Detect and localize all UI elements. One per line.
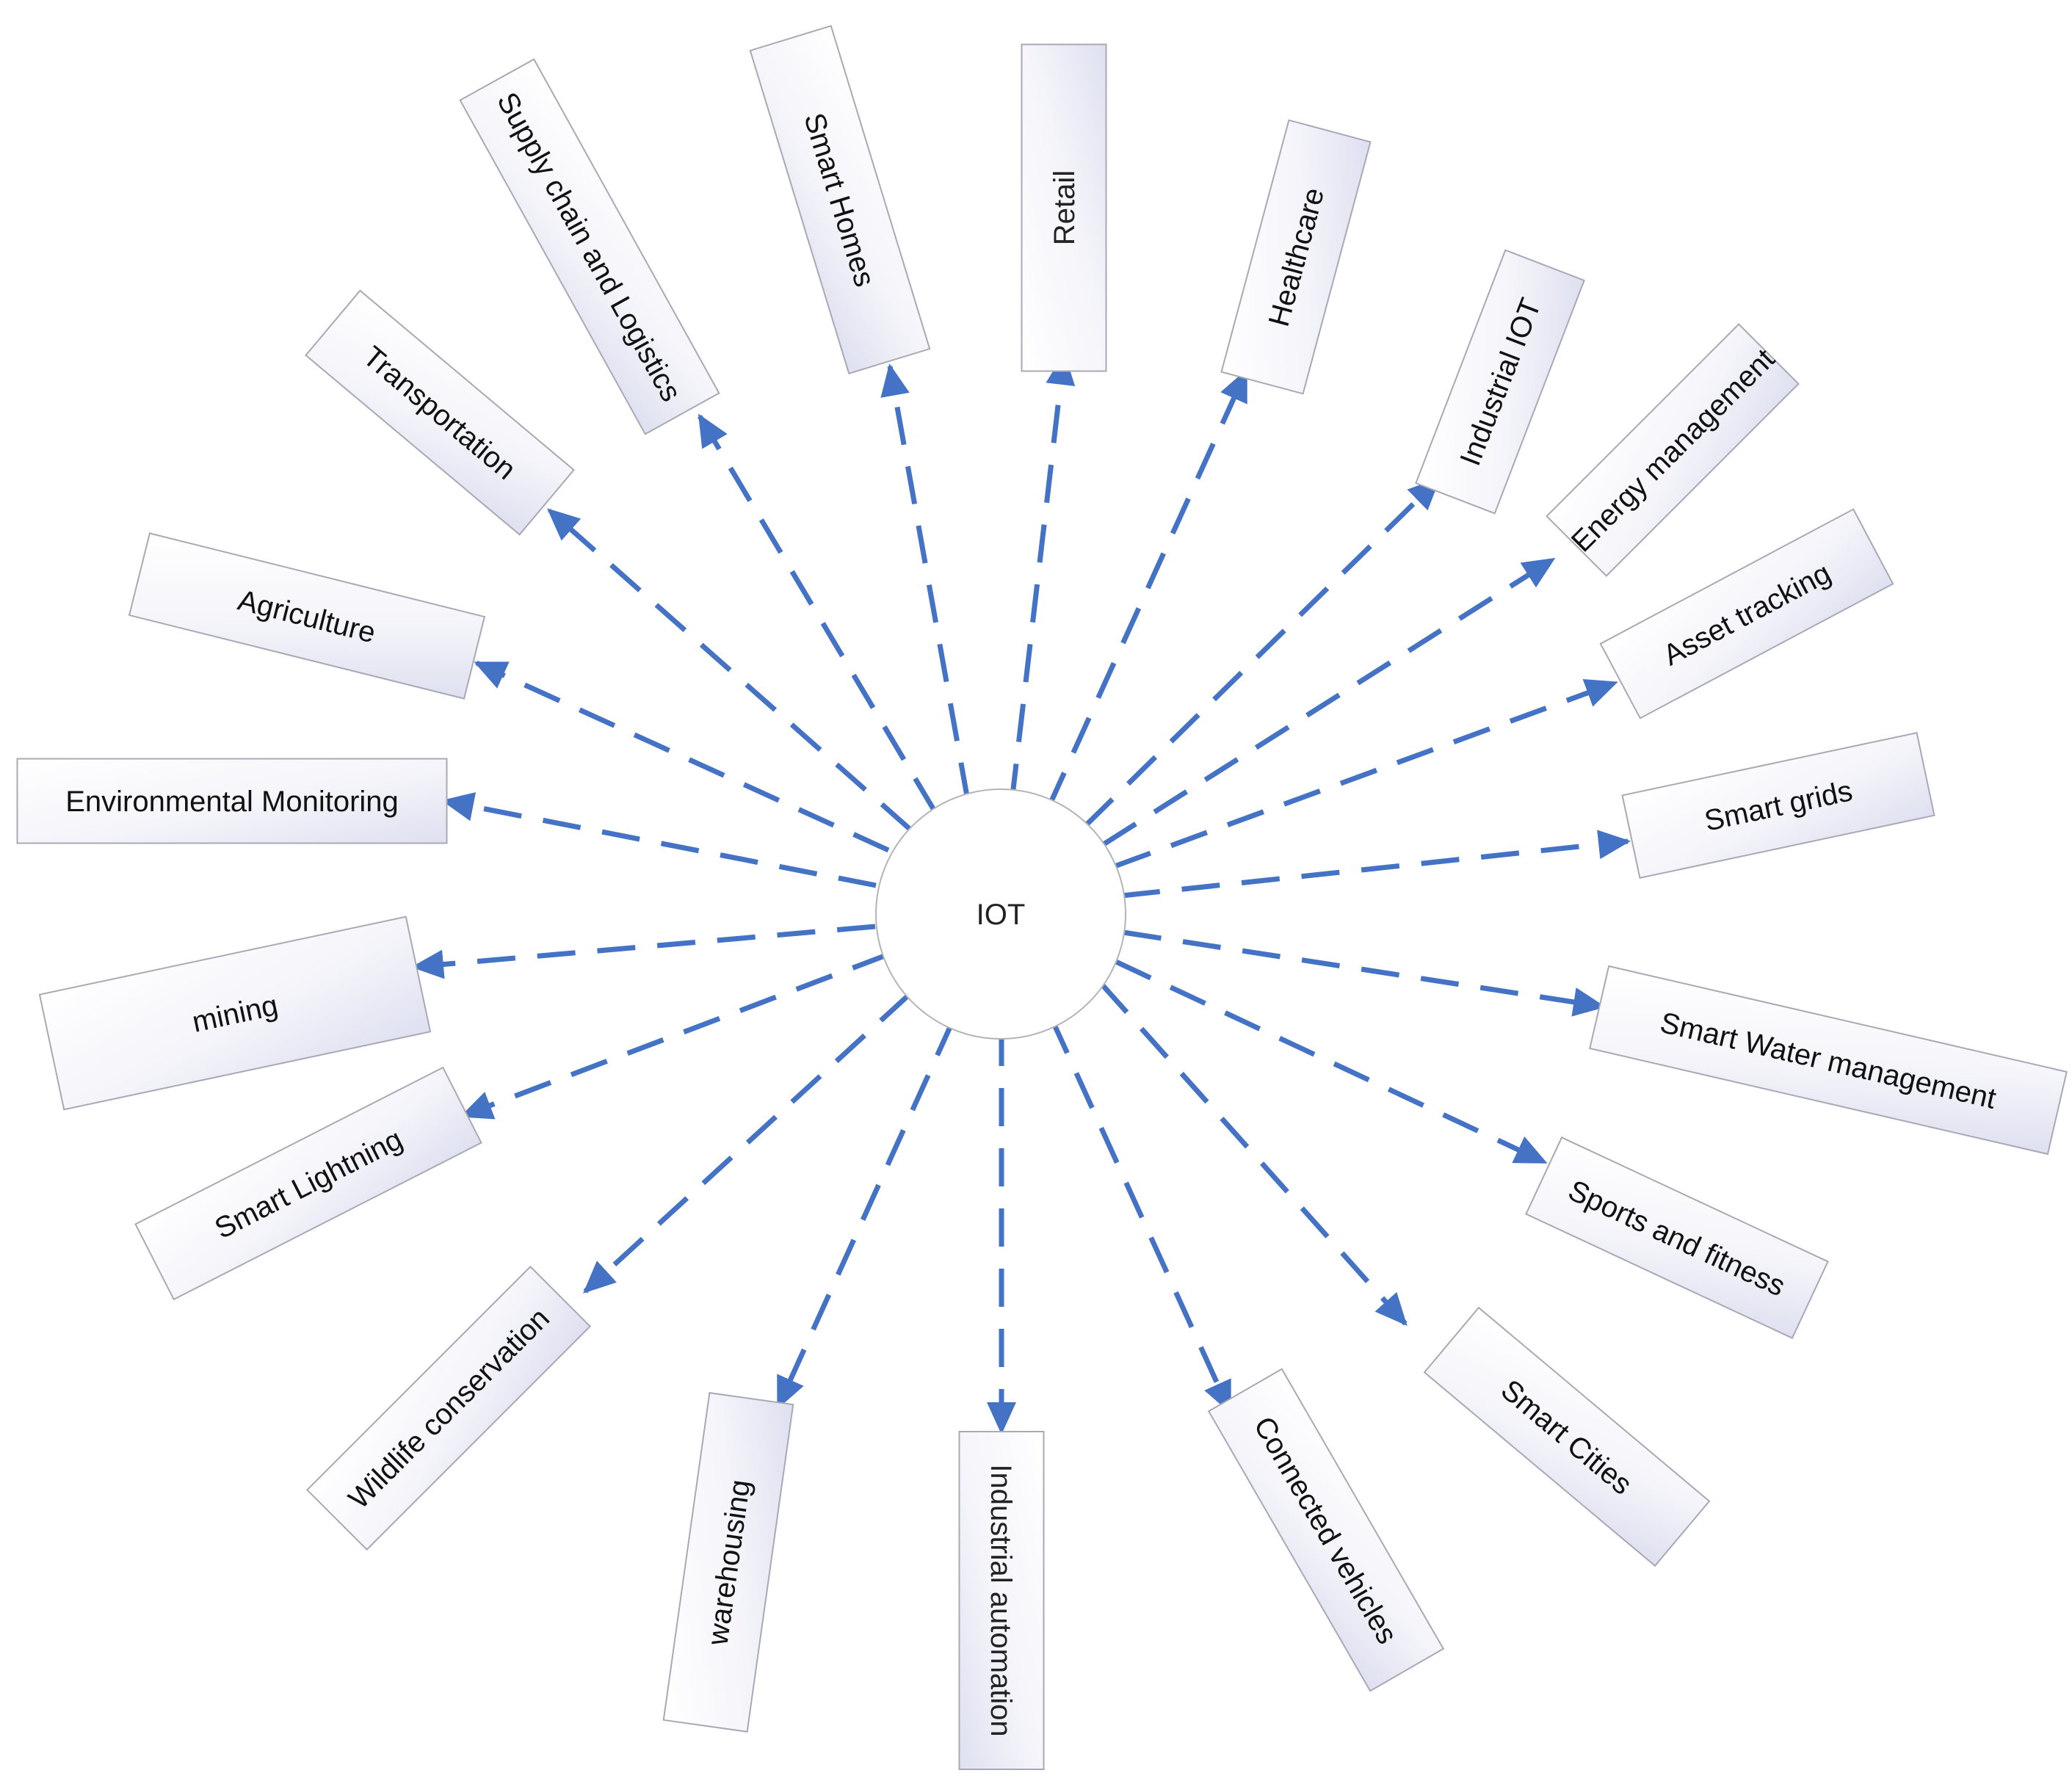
node-label: Energy management — [1565, 343, 1781, 559]
node-box — [1599, 508, 1894, 719]
connector-wildlife-conservation — [583, 993, 911, 1294]
node-box — [1589, 965, 2068, 1156]
node-agriculture: Agriculture — [128, 532, 486, 700]
connector-transportation — [547, 508, 913, 832]
node-box — [1415, 249, 1585, 515]
node-smart-homes: Smart Homes — [749, 24, 931, 375]
node-environmental-monitoring: Environmental Monitoring — [16, 758, 448, 844]
connector-industrial-iot — [1083, 477, 1441, 828]
node-box — [128, 532, 486, 700]
node-warehousing: warehousing — [662, 1392, 794, 1733]
node-label: Wildlife conservation — [342, 1302, 555, 1515]
node-box — [1525, 1136, 1829, 1339]
connector-smart-cities — [1099, 982, 1408, 1326]
node-smart-grids: Smart grids — [1621, 731, 1935, 880]
node-mining: mining — [38, 915, 432, 1111]
node-box — [1220, 119, 1372, 395]
node-wildlife-conservation: Wildlife conservation — [305, 1265, 592, 1551]
node-box — [1207, 1368, 1445, 1692]
node-box — [305, 289, 575, 536]
connector-smart-grids — [1121, 830, 1631, 899]
node-supply-chain-and-logistics: Supply chain and Logistics — [459, 58, 720, 435]
node-box — [1621, 731, 1935, 880]
node-label: Environmental Monitoring — [65, 786, 399, 818]
connector-connected-vehicles — [1048, 1017, 1233, 1414]
node-box — [749, 24, 931, 375]
node-box — [1546, 323, 1800, 577]
connector-asset-tracking — [1113, 678, 1618, 869]
node-box — [38, 915, 432, 1111]
connectors-layer — [411, 352, 1631, 1435]
node-label: Industrial automation — [985, 1464, 1017, 1736]
node-retail: Retail — [1021, 43, 1107, 372]
node-box — [16, 758, 448, 844]
node-box — [1423, 1306, 1711, 1567]
hub-circle — [875, 788, 1126, 1040]
node-healthcare: Healthcare — [1220, 119, 1372, 395]
connector-environmental-monitoring — [441, 792, 877, 888]
node-box — [459, 58, 720, 435]
connector-agriculture — [474, 660, 890, 853]
node-transportation: Transportation — [305, 289, 575, 536]
hub-node: IOT — [875, 788, 1126, 1040]
node-box — [305, 1265, 592, 1551]
node-smart-water-management: Smart Water management — [1589, 965, 2068, 1156]
node-smart-lightning: Smart Lightning — [134, 1066, 482, 1301]
connector-sports-and-fitness — [1115, 959, 1548, 1165]
connector-supply-chain-and-logistics — [697, 413, 938, 813]
node-box — [134, 1066, 482, 1301]
node-industrial-automation: Industrial automation — [958, 1431, 1045, 1770]
node-box — [1021, 43, 1107, 372]
node-smart-cities: Smart Cities — [1423, 1306, 1711, 1567]
node-connected-vehicles: Connected vehicles — [1207, 1368, 1445, 1692]
connector-smart-lightning — [460, 951, 890, 1120]
node-industrial-iot: Industrial IOT — [1415, 249, 1585, 515]
connector-smart-homes — [880, 363, 971, 801]
node-label: Supply chain and Logistics — [490, 87, 687, 407]
node-asset-tracking: Asset tracking — [1599, 508, 1894, 719]
node-sports-and-fitness: Sports and fitness — [1525, 1136, 1829, 1339]
connector-mining — [411, 924, 876, 979]
connector-energy-management — [1102, 557, 1556, 846]
node-energy-management: Energy management — [1546, 323, 1800, 577]
node-box — [662, 1392, 794, 1733]
connector-warehousing — [775, 1019, 956, 1410]
hub-label: IOT — [977, 899, 1026, 931]
connector-smart-water-management — [1123, 929, 1606, 1017]
connector-retail — [1009, 352, 1076, 802]
node-box — [958, 1431, 1045, 1770]
node-label: Retail — [1048, 170, 1081, 245]
connector-healthcare — [1046, 369, 1249, 809]
